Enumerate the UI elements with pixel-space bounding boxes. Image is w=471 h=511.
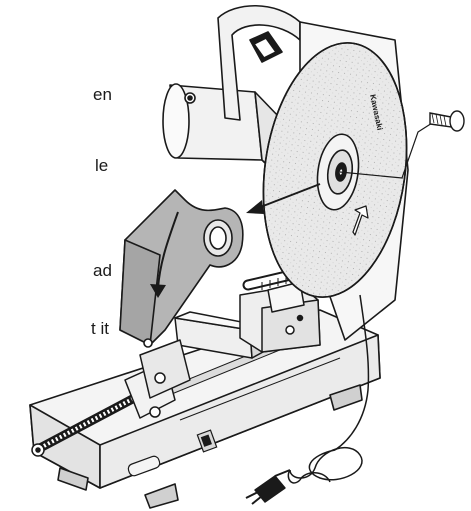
swing-arrow-icon — [150, 211, 179, 298]
power-cord — [287, 294, 370, 484]
text-fragment-4: t it — [91, 319, 109, 338]
base-front-details — [127, 429, 218, 477]
text-fragment-1: en — [93, 85, 112, 104]
power-plug-icon — [245, 469, 291, 505]
saw-handle — [217, 4, 301, 121]
motor-housing — [162, 83, 283, 181]
removal-arrow-icon — [246, 183, 321, 214]
text-fragment-3: ad — [93, 261, 112, 280]
removed-blade-guard — [119, 189, 244, 348]
blade-bolt-icon — [339, 110, 465, 179]
text-fragment-2: le — [95, 156, 109, 175]
cutting-blade — [262, 42, 408, 298]
rotation-arrow-icon — [352, 205, 369, 236]
saw-base — [29, 309, 381, 509]
vise-assembly — [31, 339, 191, 457]
